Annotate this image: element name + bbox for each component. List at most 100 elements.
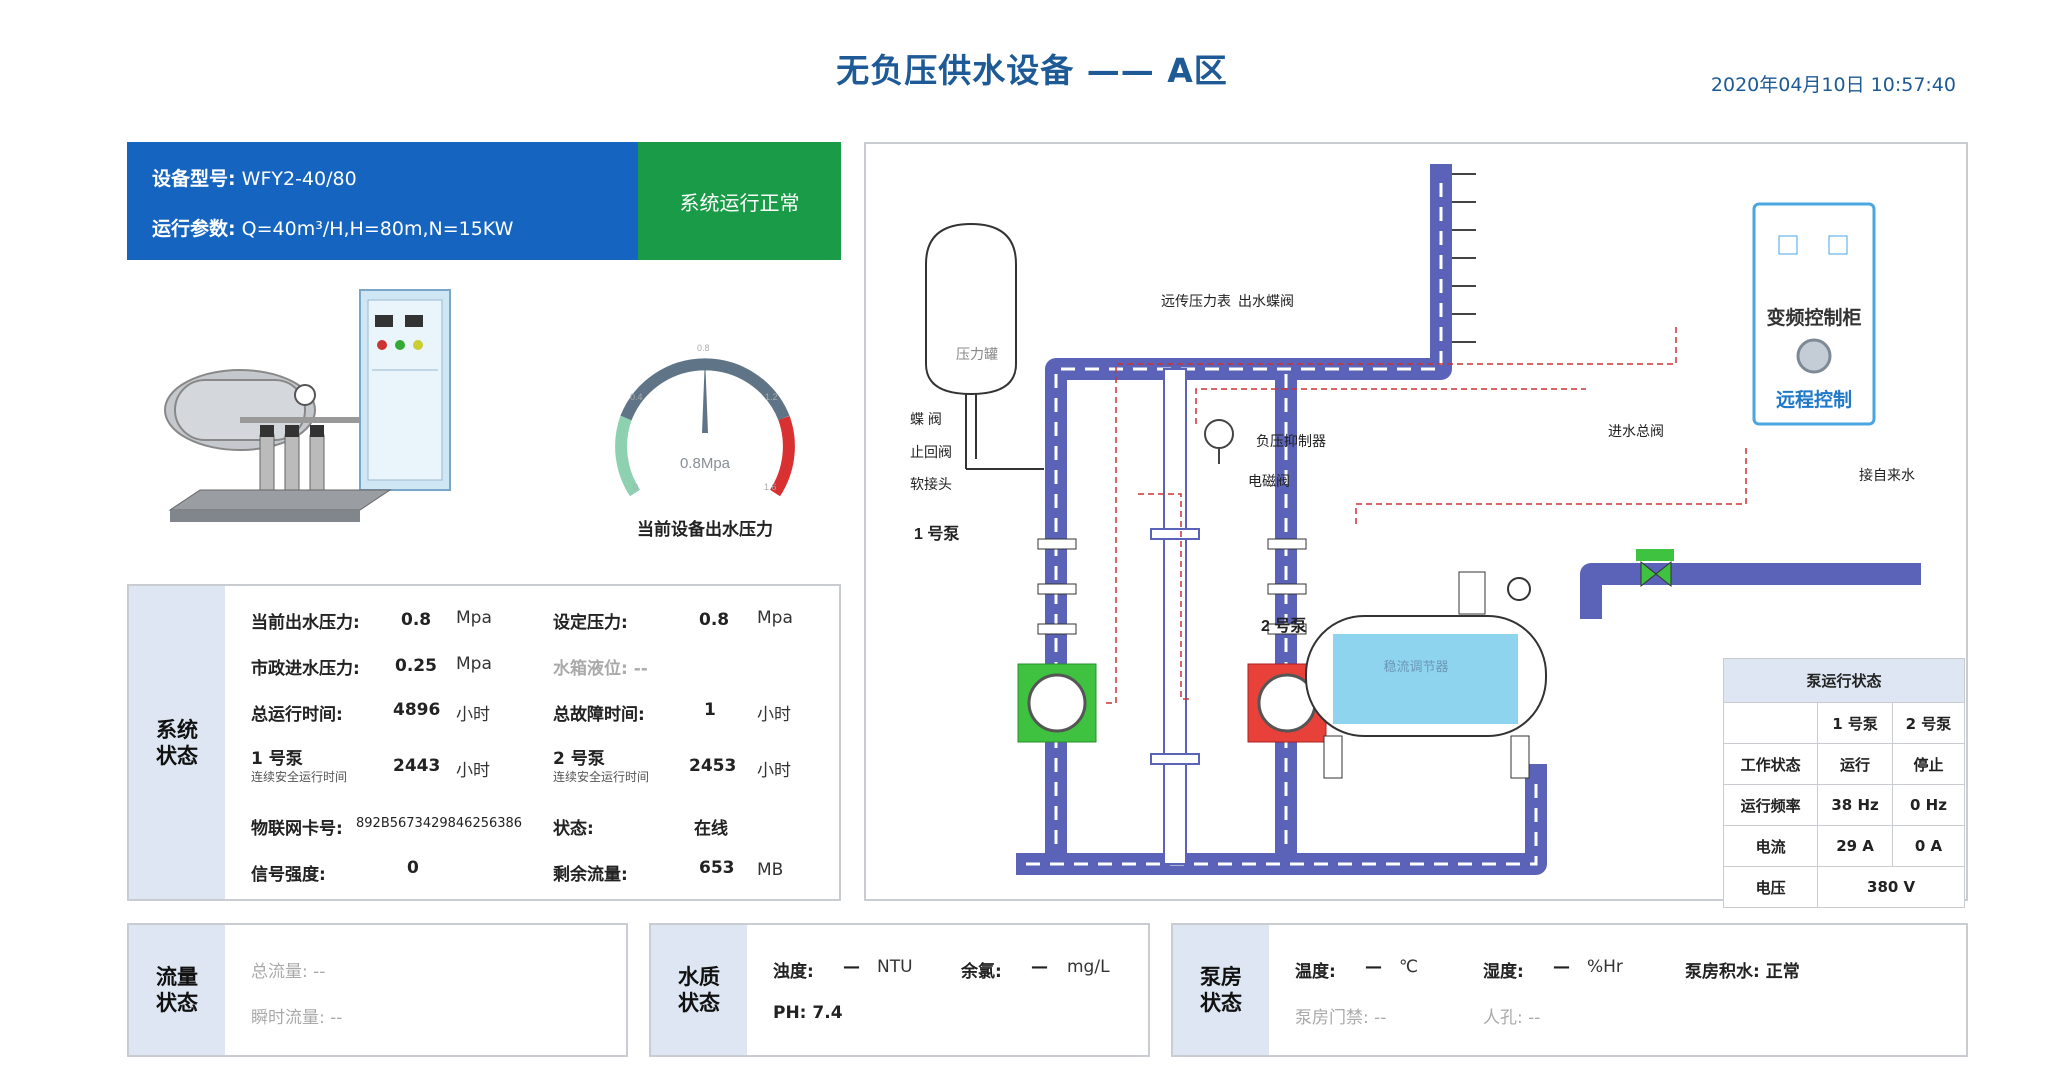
page-title: 无负压供水设备 —— A区 bbox=[836, 51, 1228, 90]
inlet-valve-label: 进水总阀 bbox=[1608, 423, 1664, 439]
stabilizer-leg-left bbox=[1323, 735, 1343, 779]
outlet-valve-label: 出水蝶阀 bbox=[1238, 293, 1294, 309]
tank-level-label: 水箱液位: -- bbox=[553, 659, 648, 679]
inlet-valve-body bbox=[1640, 560, 1672, 588]
row-pump2: 停止 bbox=[1891, 743, 1966, 785]
turbidity-unit: NTU bbox=[877, 957, 913, 977]
total-run-label: 总运行时间: bbox=[251, 705, 343, 725]
pressure-gauge: 0 0.4 0.8 1.2 1.6 0.8Mpa bbox=[615, 343, 795, 497]
butterfly-valve-label: 蝶 阀 bbox=[910, 411, 942, 427]
pump2-run-value: 2453 bbox=[689, 756, 737, 776]
control-wiring bbox=[1106, 324, 1747, 704]
pump1-run-value: 2443 bbox=[393, 756, 441, 776]
flow-status-side-label: 流量状态 bbox=[129, 925, 225, 1055]
gauge-tick-2: 0.8 bbox=[697, 343, 710, 353]
signal-label: 信号强度: bbox=[251, 865, 326, 885]
stabilizer-label: 稳流调节器 bbox=[1383, 659, 1448, 674]
city-pressure-value: 0.25 bbox=[395, 656, 437, 676]
water-quality-side-label: 水质状态 bbox=[651, 925, 747, 1055]
soft-joint-label: 软接头 bbox=[910, 476, 952, 492]
remain-unit: MB bbox=[757, 860, 784, 880]
pipe-flow bbox=[1026, 174, 1538, 866]
city-pressure-unit: Mpa bbox=[456, 654, 492, 674]
current-pressure-value: 0.8 bbox=[401, 610, 432, 630]
total-fault-label: 总故障时间: bbox=[553, 705, 645, 725]
pump2-run-unit: 小时 bbox=[757, 761, 791, 781]
gauge-readout: 0.8Mpa bbox=[680, 455, 731, 472]
flood-label: 泵房积水: 正常 bbox=[1685, 962, 1800, 982]
humidity-value: — bbox=[1553, 957, 1570, 977]
iot-label: 物联网卡号: bbox=[251, 819, 343, 839]
pump1-butterfly-valve bbox=[1037, 538, 1077, 550]
neg-pressure-label: 负压抑制器 bbox=[1256, 433, 1326, 449]
row-label: 电流 bbox=[1722, 825, 1819, 867]
gauge-low-arc bbox=[615, 415, 641, 497]
device-info-banner: 设备型号: WFY2-40/80 运行参数: Q=40m³/H,H=80m,N=… bbox=[127, 142, 638, 260]
bypass-flange-bottom bbox=[1150, 753, 1200, 765]
pump2-butterfly-valve bbox=[1267, 538, 1307, 550]
total-fault-unit: 小时 bbox=[757, 705, 791, 725]
pump1-check-valve bbox=[1037, 583, 1077, 595]
pump2-check-valve bbox=[1267, 583, 1307, 595]
total-run-value: 4896 bbox=[393, 700, 441, 720]
temp-label: 温度: bbox=[1295, 962, 1336, 982]
check-valve-label: 止回阀 bbox=[910, 444, 952, 460]
riser-taps bbox=[1452, 173, 1476, 343]
system-status-badge: 系统运行正常 bbox=[638, 142, 841, 260]
pump1-run-unit: 小时 bbox=[456, 761, 490, 781]
humidity-label: 湿度: bbox=[1483, 962, 1524, 982]
chlorine-unit: mg/L bbox=[1067, 957, 1110, 977]
pump2-soft-joint bbox=[1267, 623, 1307, 635]
state-value: 在线 bbox=[694, 819, 728, 839]
system-status-side-label: 系统状态 bbox=[129, 586, 225, 899]
model-row: 设备型号: WFY2-40/80 bbox=[152, 164, 357, 191]
total-fault-value: 1 bbox=[704, 700, 716, 720]
row-pump1: 29 A bbox=[1817, 825, 1893, 867]
total-flow-label: 总流量: -- bbox=[251, 962, 326, 982]
pump-table-corner bbox=[1722, 702, 1819, 744]
table-row: 电流 29 A 0 A bbox=[1722, 825, 1966, 867]
system-diagram: 压力罐 变频控制柜 远程控制 稳流调节器 远传压力表 出水蝶阀 bbox=[864, 142, 1968, 908]
equipment-image bbox=[164, 289, 451, 522]
stabilizer-water bbox=[1333, 634, 1518, 724]
model-label: 设备型号: bbox=[152, 168, 236, 190]
gauge-high-arc bbox=[769, 415, 795, 497]
temp-value: — bbox=[1365, 957, 1382, 977]
row-pump1: 运行 bbox=[1817, 743, 1893, 785]
neg-pressure-device bbox=[1458, 571, 1486, 615]
remote-gauge-icon bbox=[1204, 419, 1234, 449]
row-pump1: 38 Hz bbox=[1817, 784, 1893, 826]
city-pressure-label: 市政进水压力: bbox=[251, 659, 360, 679]
params-label: 运行参数: bbox=[152, 218, 236, 240]
turbidity-value: — bbox=[843, 957, 860, 977]
turbidity-label: 浊度: bbox=[773, 962, 814, 982]
table-row: 电压 380 V bbox=[1722, 866, 1965, 908]
bypass-flange-top bbox=[1150, 528, 1200, 540]
remote-gauge-label: 远传压力表 bbox=[1161, 293, 1231, 309]
set-pressure-label: 设定压力: bbox=[553, 613, 628, 633]
gear-icon bbox=[1796, 338, 1832, 374]
inlet-valve-handle bbox=[1636, 549, 1674, 561]
vfd-title: 变频控制柜 bbox=[1766, 306, 1861, 329]
gauge-tick-0: 0 bbox=[633, 482, 638, 492]
params-row: 运行参数: Q=40m³/H,H=80m,N=15KW bbox=[152, 214, 513, 241]
manhole-label: 人孔: -- bbox=[1483, 1008, 1541, 1028]
stabilizer-leg-right bbox=[1510, 735, 1530, 779]
pump1-run-label: 1 号泵 bbox=[251, 749, 303, 769]
pump1-impeller bbox=[1027, 673, 1087, 733]
table-row: 运行频率 38 Hz 0 Hz bbox=[1722, 784, 1966, 826]
pressure-tank-label: 压力罐 bbox=[956, 346, 998, 362]
pump-room-side-label: 泵房状态 bbox=[1173, 925, 1269, 1055]
vfd-indicator-2 bbox=[1828, 235, 1848, 255]
remain-label: 剩余流量: bbox=[553, 865, 628, 885]
pump1-run-sub: 连续安全运行时间 bbox=[251, 770, 348, 784]
pump2-label: 2 号泵 bbox=[1261, 617, 1306, 635]
total-run-unit: 小时 bbox=[456, 705, 490, 725]
instant-flow-label: 瞬时流量: -- bbox=[251, 1008, 343, 1028]
pump-table-col2: 2 号泵 bbox=[1891, 702, 1966, 744]
state-label: 状态: bbox=[553, 819, 594, 839]
vfd-indicator-1 bbox=[1778, 235, 1798, 255]
params-value: Q=40m³/H,H=80m,N=15KW bbox=[241, 218, 514, 240]
solenoid-label: 电磁阀 bbox=[1248, 473, 1290, 489]
ph-label: PH: 7.4 bbox=[773, 1003, 843, 1023]
